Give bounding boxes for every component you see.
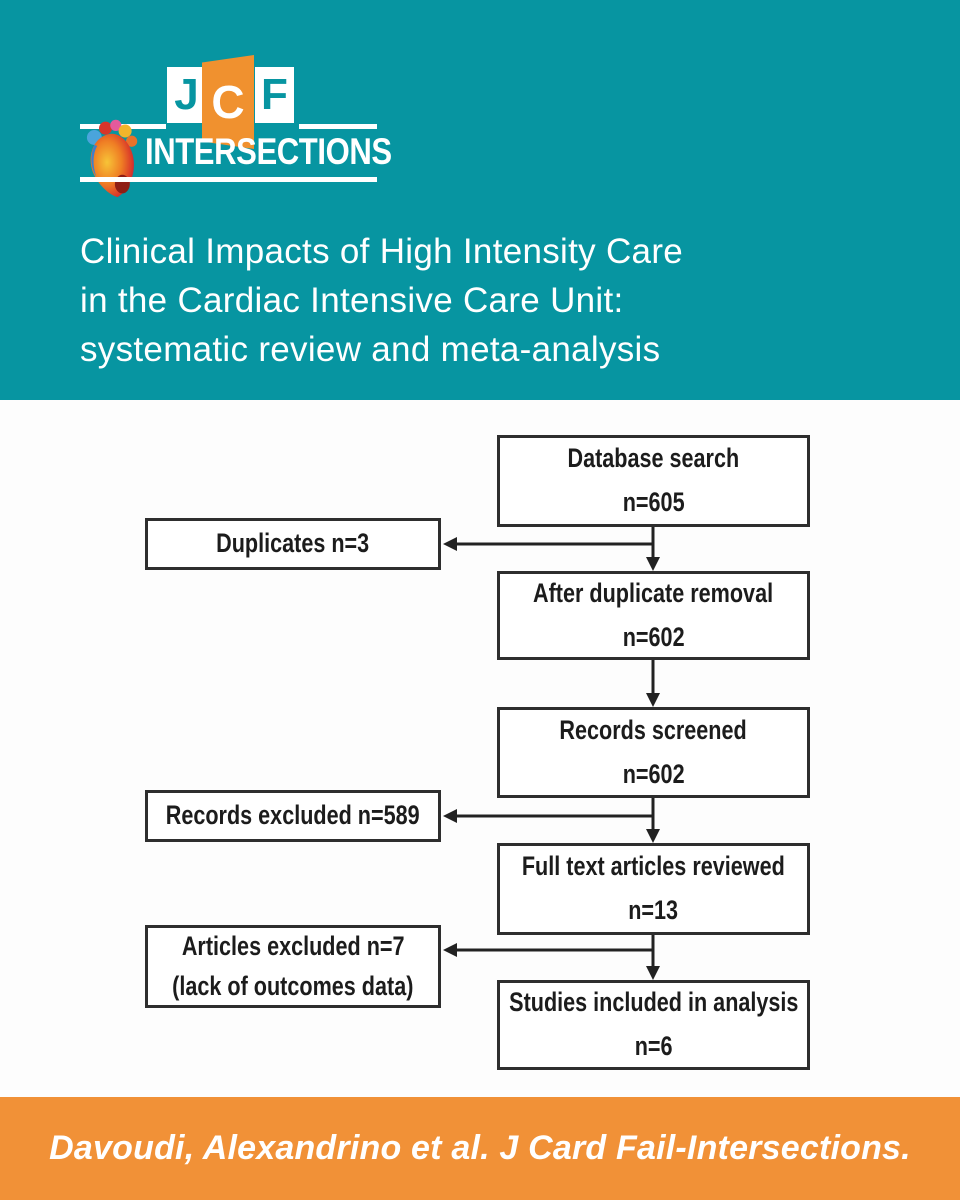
- title-line-1: Clinical Impacts of High Intensity Care: [80, 232, 684, 271]
- footer-bar: Davoudi, Alexandrino et al. J Card Fail-…: [0, 1097, 960, 1200]
- flow-box-label: Studies included in analysis: [508, 987, 799, 1018]
- logo-letter-c-glyph: C: [211, 76, 245, 128]
- flow-box-records-screened: Records screened n=602: [497, 707, 810, 798]
- flow-box-database-search: Database search n=605: [497, 435, 810, 527]
- article-title: Clinical Impacts of High Intensity Care …: [80, 227, 683, 374]
- flow-box-full-text-reviewed: Full text articles reviewed n=13: [497, 843, 810, 935]
- logo-rule-bottom: [80, 177, 377, 182]
- title-line-2: in the Cardiac Intensive Care Unit:: [80, 281, 624, 320]
- flow-box-label: Articles excluded n=7: [181, 930, 405, 961]
- title-line-3: systematic review and meta-analysis: [80, 330, 661, 369]
- jcf-intersections-logo: J C F: [0, 0, 420, 210]
- logo-rule-right: [299, 124, 377, 129]
- flow-box-label: Full text articles reviewed: [522, 851, 785, 882]
- brand-name: INTERSECTIONS: [145, 131, 392, 172]
- flow-box-label: Records excluded n=589: [166, 800, 420, 831]
- logo-letter-f: F: [255, 67, 294, 123]
- flow-box-label: Database search: [567, 443, 740, 474]
- flow-box-count: n=6: [634, 1031, 673, 1061]
- flow-box-count: n=602: [622, 621, 685, 652]
- logo-letter-j-glyph: J: [174, 70, 199, 119]
- flow-box-note: (lack of outcomes data): [172, 970, 414, 1001]
- prisma-flow-diagram: Database search n=605 Duplicates n=3 Aft…: [0, 400, 960, 1097]
- citation-text: Davoudi, Alexandrino et al. J Card Fail-…: [49, 1129, 911, 1167]
- flow-box-after-duplicate-removal: After duplicate removal n=602: [497, 571, 810, 660]
- header-banner: J C F: [0, 0, 960, 400]
- logo-letter-f-glyph: F: [261, 70, 288, 119]
- logo-letter-c: C: [202, 55, 254, 149]
- flow-box-count: n=602: [622, 758, 685, 789]
- logo-letter-j: J: [167, 67, 206, 123]
- flow-box-label: Records screened: [559, 714, 748, 745]
- flow-box-articles-excluded: Articles excluded n=7 (lack of outcomes …: [145, 925, 441, 1008]
- flow-box-label: After duplicate removal: [533, 577, 774, 608]
- flow-box-duplicates: Duplicates n=3: [145, 518, 441, 570]
- flow-box-count: n=605: [622, 487, 685, 517]
- anatomical-heart-icon: [86, 119, 138, 198]
- flow-box-count: n=13: [628, 895, 679, 925]
- flow-arrows: [443, 527, 660, 980]
- flow-box-label: Duplicates n=3: [216, 528, 370, 559]
- flow-box-studies-included: Studies included in analysis n=6: [497, 980, 810, 1070]
- flow-box-records-excluded: Records excluded n=589: [145, 790, 441, 842]
